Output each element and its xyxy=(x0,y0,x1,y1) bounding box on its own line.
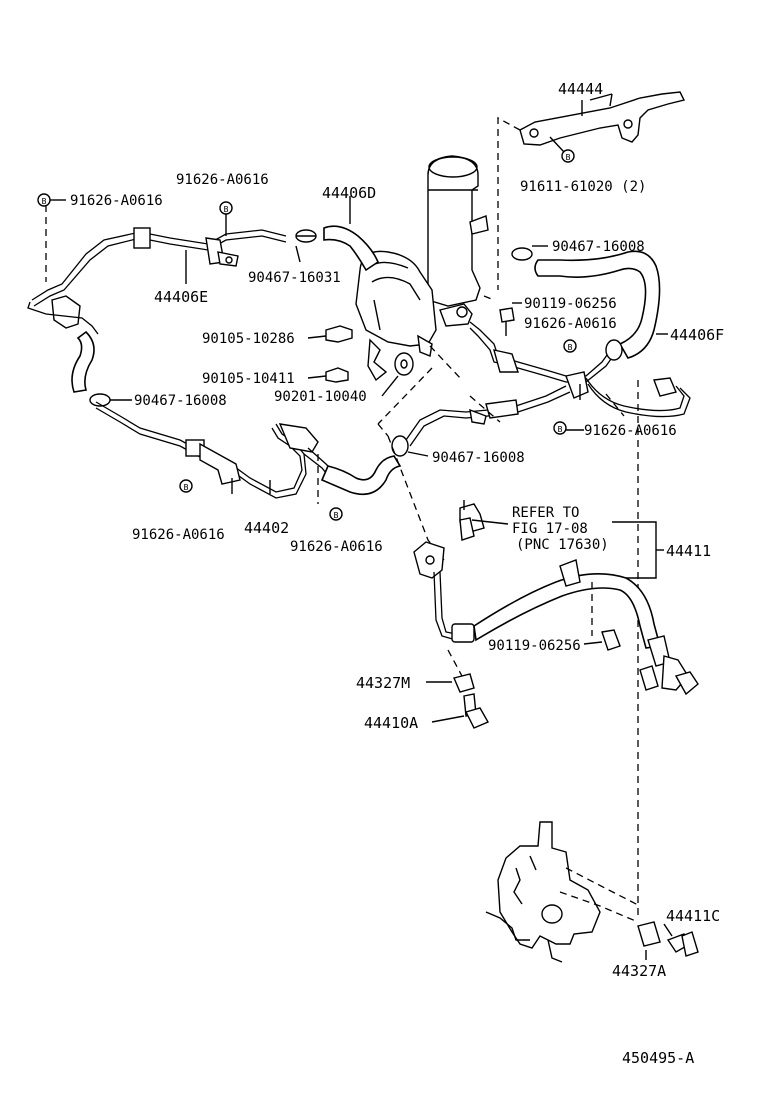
hose-44411 xyxy=(413,541,699,696)
bolt-90119-a xyxy=(499,307,515,323)
label-90119-06256-top: 90119-06256 xyxy=(524,296,617,312)
label-90467-16008-mid: 90467-16008 xyxy=(432,450,525,466)
bracket-44444 xyxy=(519,91,686,146)
label-91611-61020: 91611-61020 (2) xyxy=(520,179,646,195)
label-90119-06256-bottom: 90119-06256 xyxy=(488,638,581,654)
svg-text:B: B xyxy=(566,153,571,162)
lower-pump xyxy=(485,821,601,963)
pipe-middle xyxy=(405,321,617,447)
label-90467-16008-left: 90467-16008 xyxy=(134,393,227,409)
gasket-44327M xyxy=(453,673,475,693)
label-91626-bottom-left: 91626-A0616 xyxy=(132,527,225,543)
reservoir xyxy=(427,155,489,307)
label-90467-16008-right: 90467-16008 xyxy=(552,239,645,255)
svg-text:B: B xyxy=(558,425,563,434)
pipe-44406E xyxy=(31,227,287,307)
label-44327M: 44327M xyxy=(356,674,410,692)
label-90105-10286: 90105-10286 xyxy=(202,331,295,347)
label-44327A: 44327A xyxy=(612,962,666,980)
svg-text:B: B xyxy=(334,511,339,520)
bolt-90105-10286 xyxy=(325,325,353,343)
label-44410A: 44410A xyxy=(364,714,418,732)
hose-mid xyxy=(320,455,402,496)
label-91626-right: 91626-A0616 xyxy=(524,316,617,332)
label-91626-mid-right: 91626-A0616 xyxy=(584,423,677,439)
label-90467-16031: 90467-16031 xyxy=(248,270,341,286)
label-44444: 44444 xyxy=(558,80,603,98)
label-refer-line3: (PNC 17630) xyxy=(516,537,609,553)
hose-left xyxy=(71,330,95,393)
clip-left xyxy=(51,295,81,329)
label-44411C: 44411C xyxy=(666,907,720,925)
b-marker-91626-mid-right: B xyxy=(553,421,567,435)
label-91626-left: 91626-A0616 xyxy=(70,193,163,209)
clamp-44406F xyxy=(605,339,623,361)
b-marker-91626-top: B xyxy=(219,201,233,215)
drawing-number: 450495-A xyxy=(622,1049,694,1067)
label-44402: 44402 xyxy=(244,519,289,537)
b-marker-91611: B xyxy=(561,149,575,163)
svg-text:B: B xyxy=(568,343,573,352)
label-90105-10411: 90105-10411 xyxy=(202,371,295,387)
svg-text:B: B xyxy=(184,483,189,492)
b-marker-91626-right: B xyxy=(563,339,577,353)
b-marker-91626-bottom-mid: B xyxy=(329,507,343,521)
label-44406F: 44406F xyxy=(670,326,724,344)
pump-body xyxy=(355,250,473,382)
hose-44406F xyxy=(534,250,661,359)
label-refer-line2: FIG 17-08 xyxy=(512,521,588,537)
bolt-90105-10411 xyxy=(325,367,349,383)
clamp-mid-90467 xyxy=(391,435,409,457)
label-91626-bottom-mid: 91626-A0616 xyxy=(290,539,383,555)
label-91626-top: 91626-A0616 xyxy=(176,172,269,188)
bolt-90119-b xyxy=(601,629,621,651)
bolt-44410A xyxy=(463,693,489,729)
bolt-44411C xyxy=(666,931,699,957)
label-refer-line1: REFER TO xyxy=(512,505,579,521)
label-44406D: 44406D xyxy=(322,184,376,202)
svg-text:B: B xyxy=(42,197,47,206)
washer-90201-10040 xyxy=(394,352,414,376)
label-90201-10040: 90201-10040 xyxy=(274,389,367,405)
label-44411: 44411 xyxy=(666,542,711,560)
clamp-90467-16031 xyxy=(295,229,317,243)
gasket-44327A xyxy=(637,921,661,947)
clamp-right-90467 xyxy=(511,247,533,261)
hose-44406D xyxy=(323,225,379,272)
svg-text:B: B xyxy=(224,205,229,214)
pipe-44402 xyxy=(95,401,335,499)
b-marker-91626-bottom-left: B xyxy=(179,479,193,493)
label-44406E: 44406E xyxy=(154,288,208,306)
b-marker-91626-left: B xyxy=(37,193,51,207)
pressure-switch xyxy=(459,500,485,541)
